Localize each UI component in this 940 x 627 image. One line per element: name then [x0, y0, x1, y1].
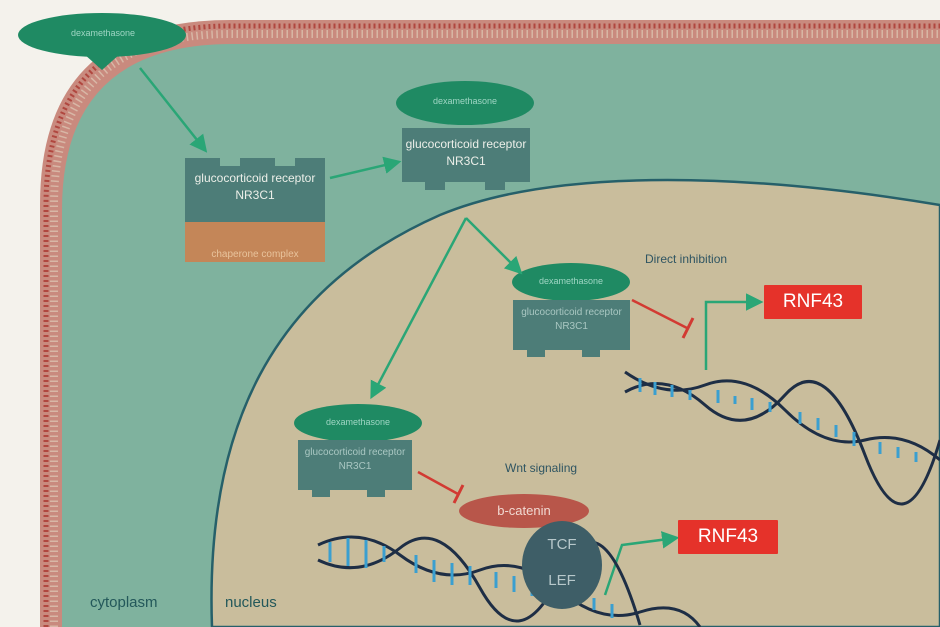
receptor-label-4: glucocorticoid receptor NR3C1	[300, 446, 410, 474]
beta-catenin-label: b-catenin	[480, 503, 568, 518]
direct-inhibition-label: Direct inhibition	[645, 252, 727, 266]
dexamethasone-outside-label: dexamethasone	[28, 28, 178, 38]
rnf43-top: RNF43	[764, 285, 862, 319]
cytoplasm-label: cytoplasm	[90, 594, 158, 611]
nucleus-label: nucleus	[225, 594, 277, 611]
tcf-lef-shape	[522, 521, 602, 609]
rnf43-bottom: RNF43	[678, 520, 778, 554]
wnt-signaling-label: Wnt signaling	[505, 461, 577, 475]
lef-label: LEF	[538, 572, 586, 589]
receptor-label-3: glucocorticoid receptor NR3C1	[515, 306, 628, 334]
dexamethasone-wnt-label: dexamethasone	[294, 417, 422, 427]
receptor-label-1: glucocorticoid receptor NR3C1	[190, 170, 320, 204]
dexamethasone-direct-label: dexamethasone	[512, 276, 630, 286]
dexamethasone-cytoplasm-label: dexamethasone	[396, 96, 534, 106]
chaperone-label: chaperone complex	[188, 249, 322, 261]
receptor-label-2: glucocorticoid receptor NR3C1	[404, 136, 528, 170]
tcf-label: TCF	[538, 536, 586, 553]
